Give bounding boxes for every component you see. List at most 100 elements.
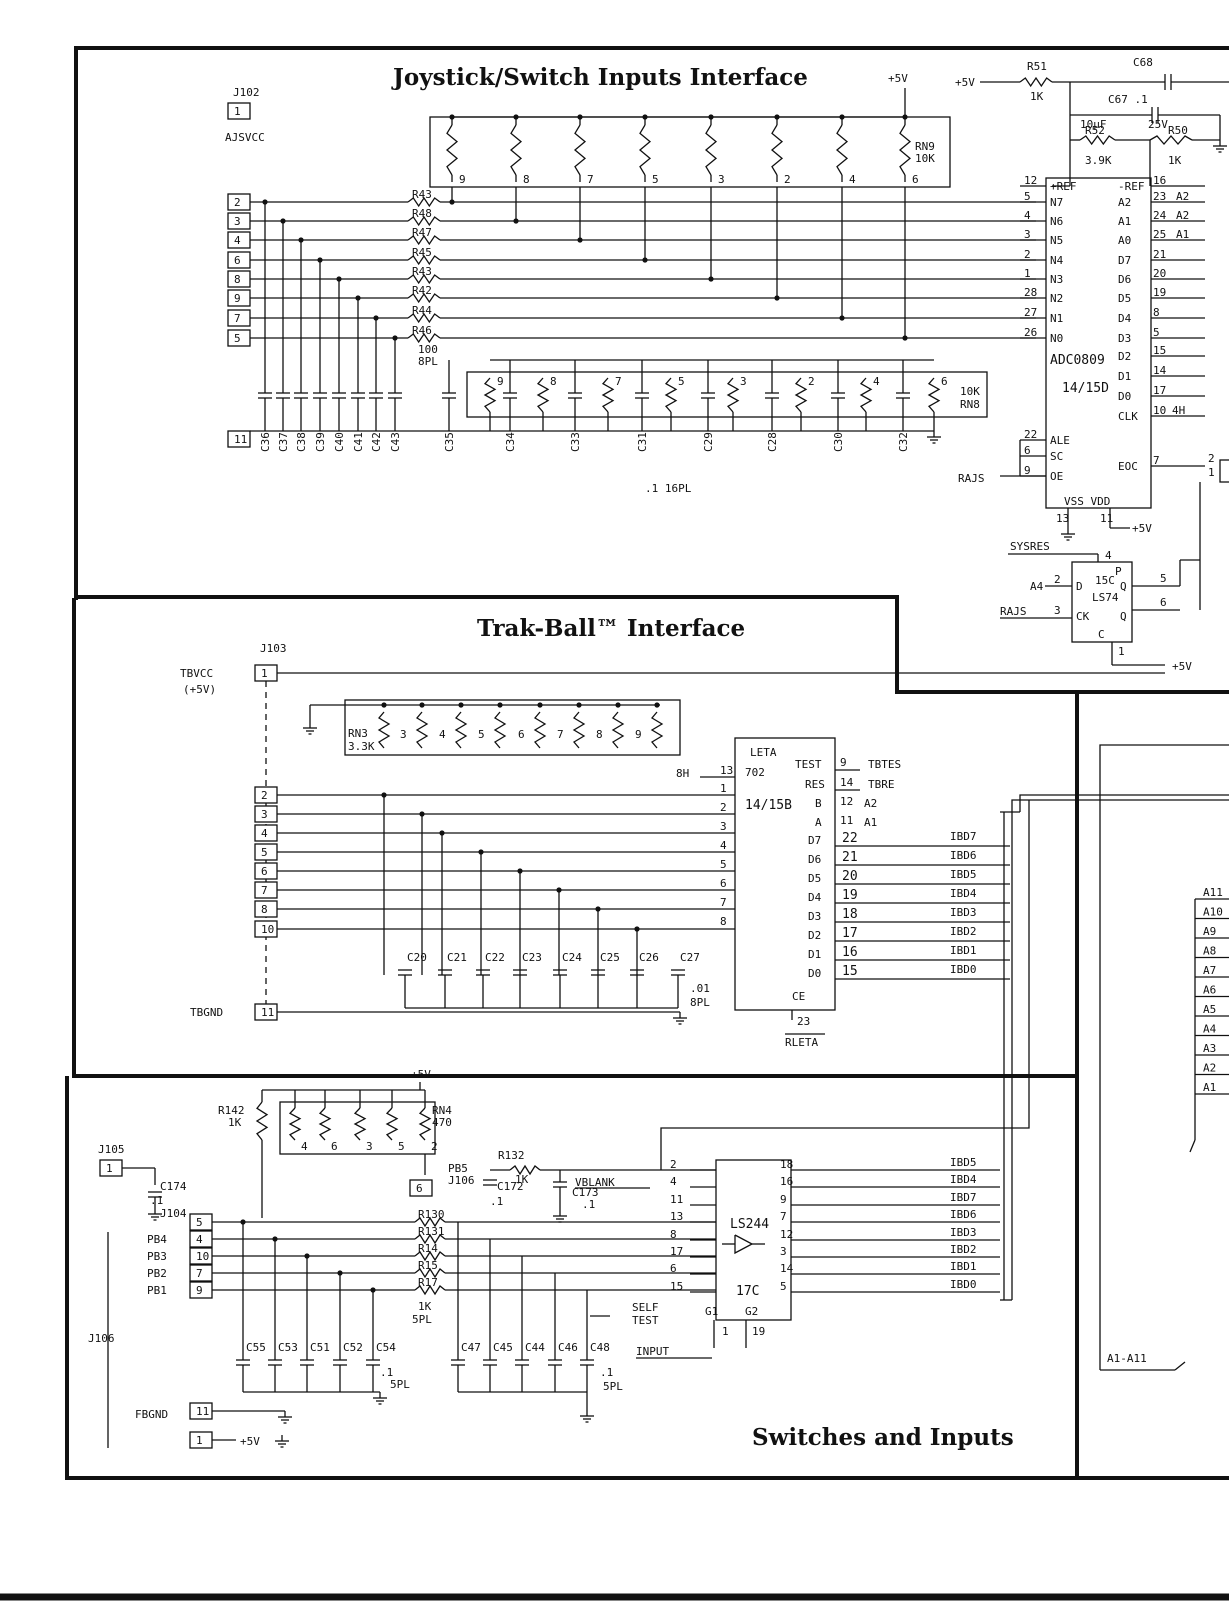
- rn9-resistor: [835, 124, 849, 176]
- rn3-resistor: [533, 711, 547, 749]
- data-net: IBD3: [950, 1226, 977, 1239]
- capacitor-label: C20: [407, 951, 427, 964]
- capacitor-value: .1: [600, 1366, 613, 1379]
- connector-pin-number: 7: [234, 312, 241, 325]
- adc-pin-number: 4: [1024, 209, 1031, 222]
- rn4-resistor: [385, 1107, 399, 1141]
- capacitor-label: C52: [343, 1341, 363, 1354]
- pushbutton-label: PB2: [147, 1267, 167, 1280]
- j102-pin: [227, 102, 251, 120]
- resistor-label: R51: [1027, 60, 1047, 73]
- pin-number: 1: [1208, 466, 1215, 479]
- chip-name: LS74: [1092, 591, 1119, 604]
- pin-number: 19: [752, 1325, 765, 1338]
- leta-pin-number: 20: [842, 869, 858, 884]
- resistor-label: R43: [412, 188, 432, 201]
- adc-pin-number: 7: [1153, 454, 1160, 467]
- resistor-r52: [1079, 134, 1116, 146]
- buffer-pin-number: 5: [780, 1280, 787, 1293]
- capacitor-label: C34: [504, 432, 517, 452]
- capacitor-label: C28: [766, 432, 779, 452]
- capacitor-label: C54: [376, 1341, 396, 1354]
- resistor-label: R50: [1168, 124, 1188, 137]
- net-label: PB5: [448, 1162, 468, 1175]
- address-line-label: A8: [1203, 945, 1216, 958]
- junction-dot: [381, 702, 387, 708]
- pin-name: P: [1115, 565, 1122, 578]
- capacitor-label: C25: [600, 951, 620, 964]
- connector-pin-number: 6: [261, 865, 268, 878]
- capacitor-value: 25V: [1148, 118, 1168, 131]
- rn-pin-number: 7: [557, 728, 564, 741]
- connector-pin-number: 3: [261, 808, 268, 821]
- adc-pin-number: 10: [1153, 404, 1166, 417]
- junction-dot: [576, 702, 582, 708]
- address-net: A2: [1176, 190, 1189, 203]
- buffer-pin-number: 17: [670, 1245, 683, 1258]
- pin-name: D: [1076, 580, 1083, 593]
- switch-resistor: [414, 1216, 446, 1228]
- adc-pin-name: N6: [1050, 215, 1063, 228]
- rn3-resistor: [377, 711, 391, 749]
- data-net: IBD2: [950, 1243, 977, 1256]
- net-label: VBLANK: [575, 1176, 615, 1189]
- rn9-resistor: [509, 124, 523, 176]
- adc-pin-number: 14: [1153, 364, 1167, 377]
- adc-pin-number: 5: [1153, 326, 1160, 339]
- pin-number: 1: [722, 1325, 729, 1338]
- resistor-label: R45: [412, 246, 432, 259]
- chip-name: 702: [745, 766, 765, 779]
- capacitor-note: 5PL: [390, 1378, 410, 1391]
- supply-label: +5V: [1132, 522, 1152, 535]
- address-line-label: A5: [1203, 1003, 1216, 1016]
- net-label: A2: [864, 797, 877, 810]
- net-label: TEST: [632, 1314, 659, 1327]
- rn4-resistor: [318, 1107, 332, 1141]
- adc-pin-number: 6: [1024, 444, 1031, 457]
- buffer-pin-number: 14: [780, 1262, 794, 1275]
- buffer-pin-number: 16: [780, 1175, 793, 1188]
- adc-pin-name: D0: [1118, 390, 1131, 403]
- address-line-label: A10: [1203, 906, 1223, 919]
- leta-pin-number: 18: [842, 907, 858, 922]
- chip-location: 17C: [736, 1284, 759, 1299]
- rn9-resistor: [898, 124, 912, 176]
- adc-pin-number: 17: [1153, 384, 1166, 397]
- capacitor-note: .01: [690, 982, 710, 995]
- net-label: TBTES: [868, 758, 901, 771]
- leta-pin-number: 4: [720, 839, 727, 852]
- adc-pin-number: 1: [1024, 267, 1031, 280]
- data-net: IBD2: [950, 925, 977, 938]
- capacitor-note: .1 16PL: [645, 482, 692, 495]
- rn-pin-number: 6: [518, 728, 525, 741]
- capacitor-label: C39: [314, 432, 327, 452]
- adc-pin-name: D1: [1118, 370, 1131, 383]
- capacitor-value: .1: [582, 1198, 595, 1211]
- adc-pin-name: CLK: [1118, 410, 1138, 423]
- pin-number: 23: [797, 1015, 810, 1028]
- capacitor-label: C173: [572, 1186, 599, 1199]
- resistor-r51: [1019, 76, 1053, 88]
- leta-pin-number: 6: [720, 877, 727, 890]
- resistor-r50: [1149, 135, 1193, 145]
- capacitor-label: C27: [680, 951, 700, 964]
- resistor-value: 1K: [1168, 154, 1182, 167]
- rn3-resistor-network: [344, 699, 681, 756]
- adc-pin-name: N1: [1050, 312, 1063, 325]
- net-label: SYSRES: [1010, 540, 1050, 553]
- capacitor-label: C22: [485, 951, 505, 964]
- adc-pin-name: D7: [1118, 254, 1131, 267]
- data-net: IBD4: [950, 1173, 977, 1186]
- address-net: A2: [1176, 209, 1189, 222]
- pin-number: 11: [840, 814, 853, 827]
- component-value: 470: [432, 1116, 452, 1129]
- leta-pin-number: 13: [720, 764, 733, 777]
- rn8-resistor: [726, 377, 740, 413]
- bus-wire: [1019, 794, 1229, 812]
- capacitor-label: C55: [246, 1341, 266, 1354]
- resistor-label: R132: [498, 1149, 525, 1162]
- capacitor-label: C26: [639, 951, 659, 964]
- connector-pin-number: 1: [261, 667, 268, 680]
- capacitor-label: C42: [370, 432, 383, 452]
